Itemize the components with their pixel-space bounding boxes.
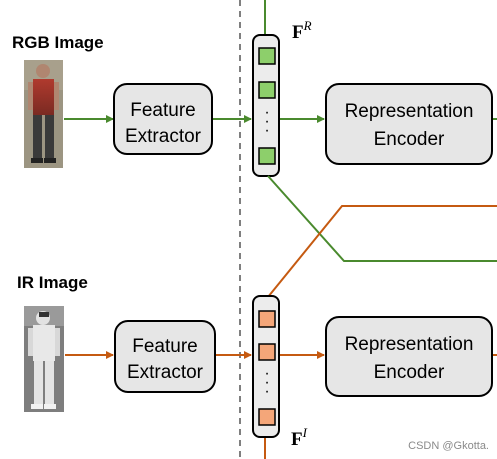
- rgb-feature-ellipsis: ·: [264, 122, 269, 139]
- rgb-encoder-label-line1: Representation: [345, 101, 474, 122]
- rgb-extractor-label-line2: Extractor: [125, 126, 202, 147]
- ir-extractor-label-line2: Extractor: [127, 362, 204, 383]
- ir-extractor-label-line1: Feature: [132, 336, 197, 357]
- rgb-feature-cell: [258, 47, 276, 65]
- rgb-branch-title: RGB Image: [12, 33, 104, 52]
- ir-feature-label: FI: [291, 425, 308, 450]
- rgb-representation-encoder-box: Representation Encoder: [325, 83, 493, 165]
- rgb-encoder-label-line2: Encoder: [374, 129, 445, 150]
- rgb-feature-label: FR: [292, 18, 312, 43]
- rgb-feature-vector: · · ·: [252, 34, 280, 177]
- ir-encoder-label-line2: Encoder: [374, 362, 445, 383]
- rgb-feature-extractor-box: Feature Extractor: [113, 83, 213, 155]
- ir-branch-title: IR Image: [17, 273, 88, 292]
- rgb-cross-line: [267, 175, 497, 262]
- rgb-feature-ellipsis: ·: [264, 113, 269, 130]
- rgb-feature-cell: [258, 147, 276, 165]
- ir-feature-cell: [258, 310, 276, 328]
- ir-person-image: [24, 306, 64, 412]
- ir-representation-encoder-box: Representation Encoder: [325, 316, 493, 397]
- ir-feature-vector: · · ·: [252, 295, 280, 438]
- rgb-extractor-label-line1: Feature: [130, 100, 195, 121]
- ir-feature-ellipsis: ·: [264, 365, 269, 382]
- ir-encoder-label-line1: Representation: [345, 334, 474, 355]
- rgb-feature-cell: [258, 81, 276, 99]
- ir-feature-ellipsis: ·: [264, 374, 269, 391]
- rgb-feature-ellipsis: ·: [264, 104, 269, 121]
- ir-feature-extractor-box: Feature Extractor: [114, 320, 216, 393]
- ir-feature-ellipsis: ·: [264, 383, 269, 400]
- watermark: CSDN @Gkotta.: [408, 440, 489, 452]
- ir-feature-cell: [258, 408, 276, 426]
- ir-cross-line: [267, 205, 497, 298]
- ir-feature-cell: [258, 343, 276, 361]
- rgb-person-image: [24, 60, 63, 168]
